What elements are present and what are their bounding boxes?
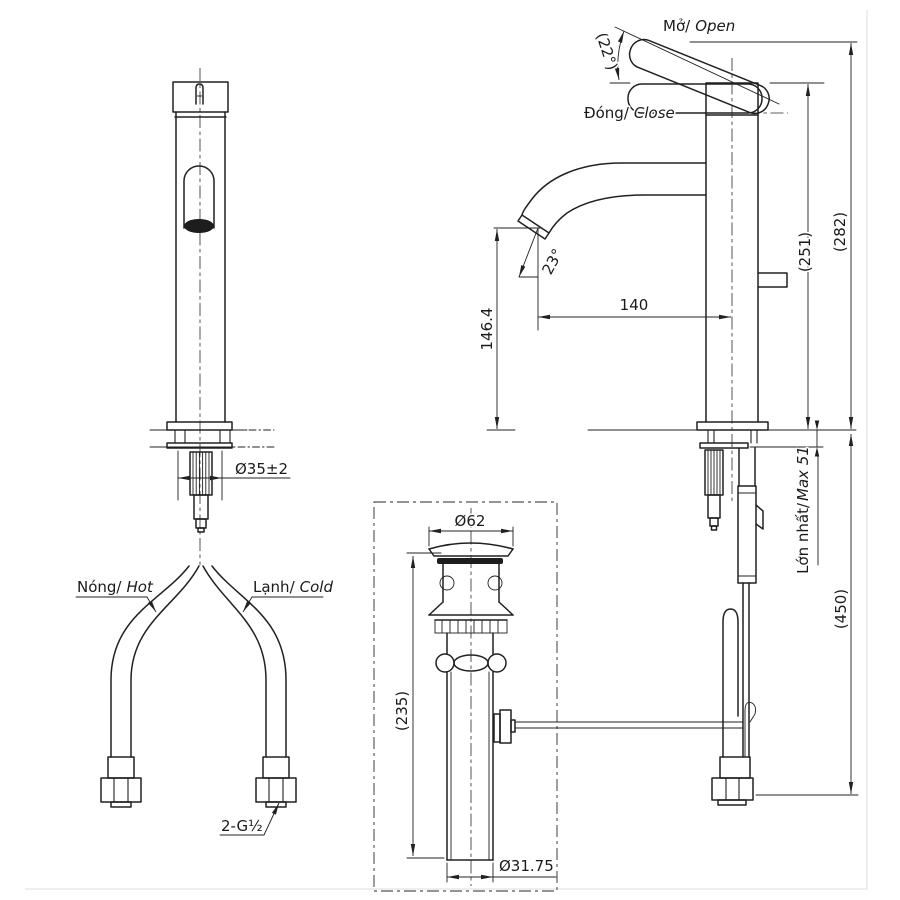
drain-pipe-diameter-label: Ø31.75: [499, 857, 554, 875]
page-frame: [25, 10, 868, 890]
shank-diameter-label: Ø35±2: [235, 460, 288, 478]
hot-label: Nóng/Hot: [77, 578, 154, 596]
front-view-dimensions: Ø35±2 Nóng/Hot Lạnh/Cold 2-G½: [76, 450, 335, 837]
spout-angle-label: 23°: [538, 246, 566, 278]
drain-view-linework: [373, 501, 744, 892]
total-height-label: (282): [831, 212, 849, 252]
side-view-dimensions: Mở/Open Đóng/Close (22°) 23° 146.4 140 (…: [477, 16, 859, 796]
spout-height-label: 146.4: [478, 308, 496, 351]
drain-view-dimensions: Ø62 (235) Ø31.75: [392, 511, 557, 883]
drain-cap-diameter-label: Ø62: [455, 512, 486, 530]
thread-size-label: 2-G½: [221, 817, 263, 835]
front-view-linework: [100, 68, 297, 808]
hose-drop-label: (450): [832, 589, 850, 629]
max-deck-thickness-label: Lớn nhất/Max 51: [794, 446, 812, 574]
open-angle-label: (22°): [592, 30, 621, 72]
cold-label: Lạnh/Cold: [253, 578, 333, 596]
close-label: Đóng/Close: [584, 104, 675, 122]
open-label: Mở/Open: [663, 17, 735, 35]
body-height-label: (251): [796, 232, 814, 272]
spout-reach-label: 140: [620, 296, 649, 314]
drain-length-label: (235): [393, 691, 411, 731]
side-view-linework: [517, 38, 857, 806]
